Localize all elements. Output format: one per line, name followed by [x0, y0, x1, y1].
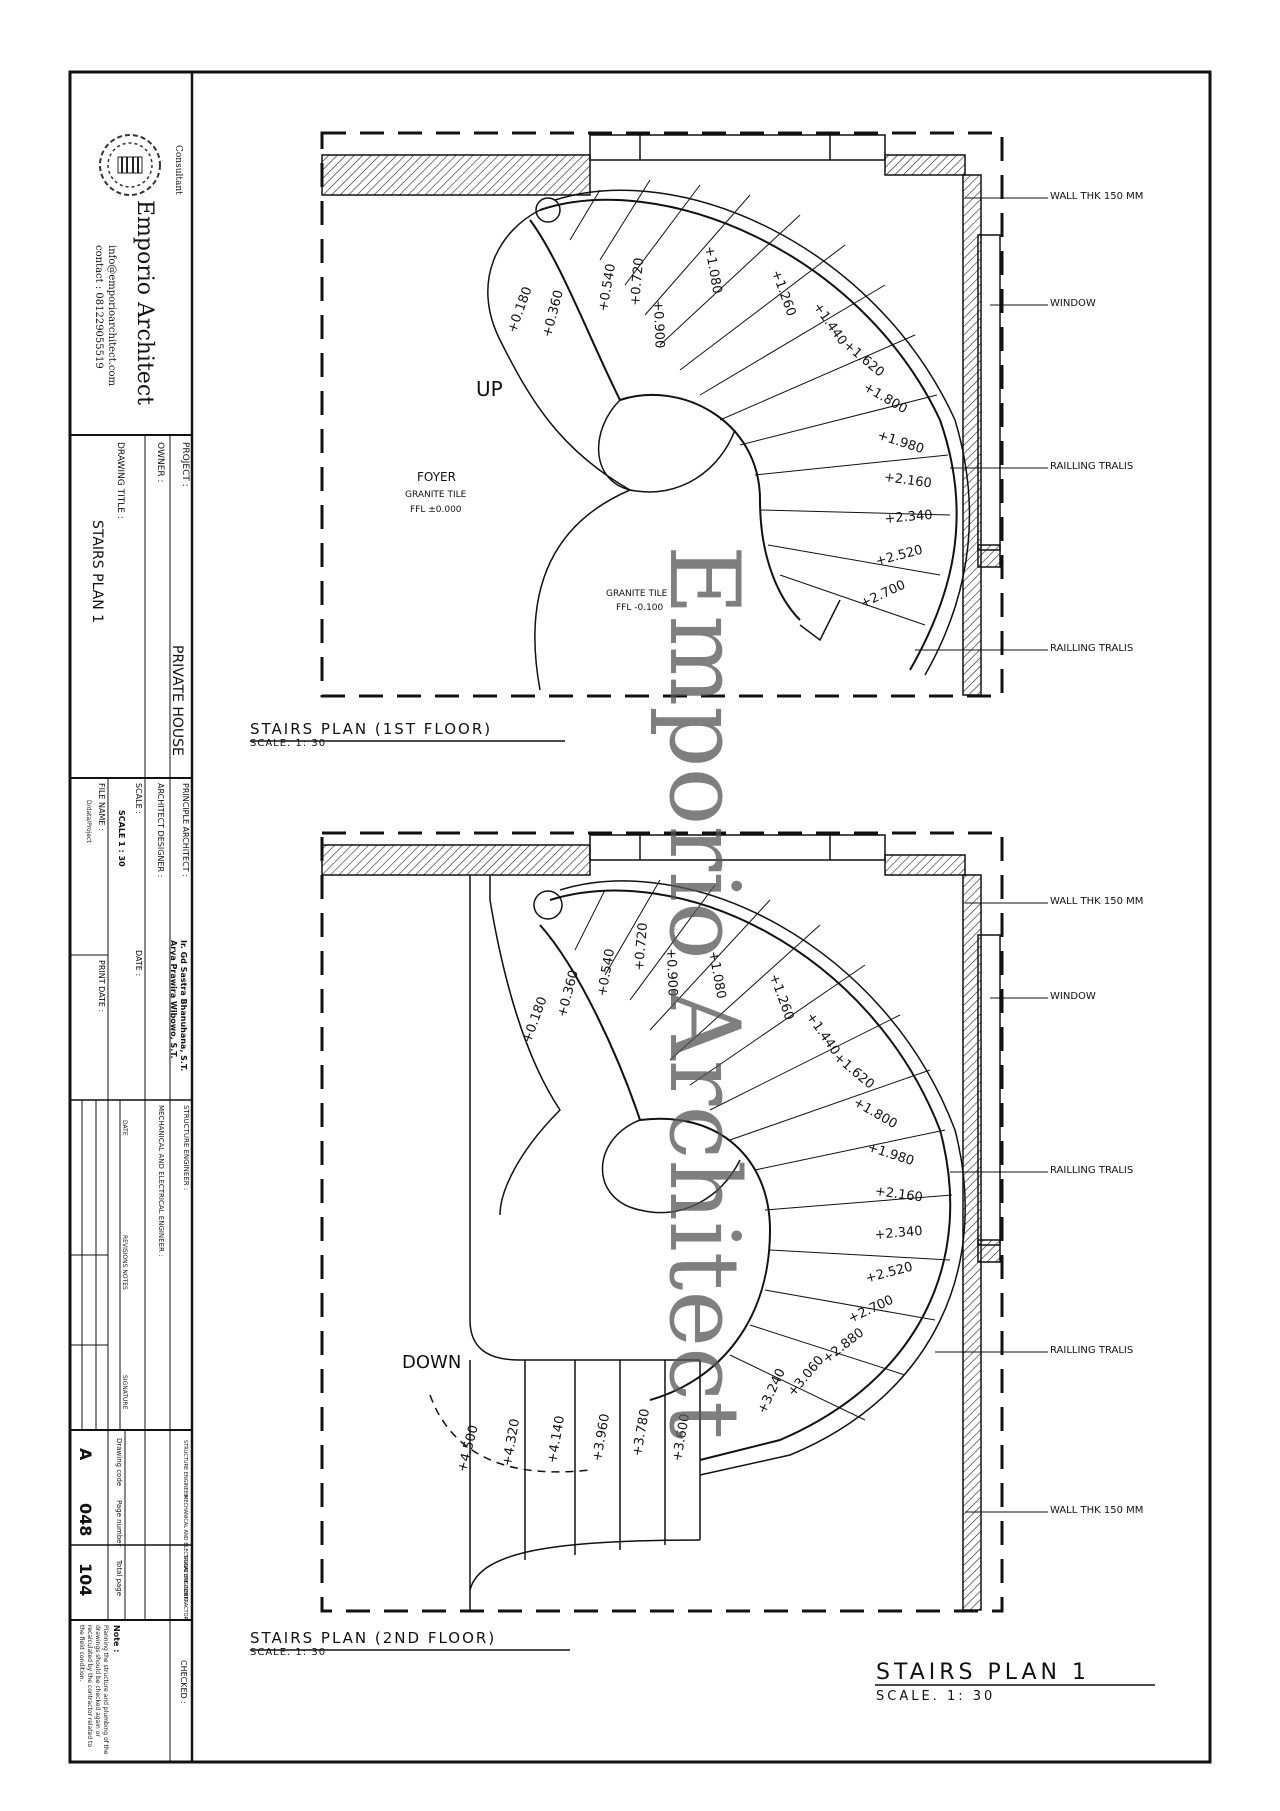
- plan-2-treads: [574, 879, 953, 1421]
- contractor-approval-label: SIGNATURE CONTRACTOR: [182, 1555, 188, 1621]
- watermark: Emporio Architect: [648, 545, 760, 1440]
- plan-2-callout-leaders: [935, 902, 1048, 1513]
- plan-1-top-wall-right: [884, 154, 966, 176]
- plan-2nd-floor: [250, 831, 1155, 1686]
- sheet-scale: SCALE. 1: 30: [876, 1689, 996, 1704]
- plan-1-foyer-finish: GRANITE TILE: [405, 490, 467, 500]
- company-logo: [99, 134, 161, 196]
- title-block-grid: [70, 434, 192, 1762]
- project-name: PRIVATE HOUSE: [169, 645, 185, 756]
- plan-2-down-arrow: [429, 1394, 591, 1473]
- revisions-label: REVISIONS NOTES: [121, 1235, 128, 1290]
- print-date-label: PRINT DATE :: [97, 960, 106, 1013]
- plan-1-scale: SCALE. 1: 30: [250, 738, 327, 749]
- plan-2-callout-railing-1: RAILLING TRALIS: [1050, 1165, 1134, 1176]
- plan-2-stair-inner-rail: [539, 924, 772, 1401]
- plan-2-callout-window: WINDOW: [1050, 991, 1096, 1002]
- plan-2-straight-flight: [469, 1360, 701, 1611]
- plan-2-title: STAIRS PLAN (2ND FLOOR): [250, 1629, 497, 1647]
- plan-2-inner-curl: [601, 1119, 741, 1214]
- plan-1-landing-finish: GRANITE TILE: [606, 589, 668, 599]
- plan-1-stair-inner-rail: [529, 219, 801, 621]
- scale-value: SCALE 1 : 30: [117, 810, 126, 867]
- sheet-title: STAIRS PLAN 1: [876, 1660, 1091, 1685]
- sheet-border: [68, 70, 1212, 1764]
- note-label: Note :: [112, 1625, 121, 1653]
- plan-2-stair-outer-rail: [549, 889, 952, 1461]
- drawing-code-label: Drawing code: [115, 1438, 123, 1487]
- plan-1-foyer-level: FFL ±0.000: [410, 505, 462, 515]
- plan-1-foyer-label: FOYER: [417, 470, 456, 484]
- scale-label: SCALE :: [134, 783, 143, 814]
- page-number: 048: [76, 1503, 95, 1537]
- plan-1-right-wall: [962, 174, 982, 696]
- architect-designer-label: ARCHITECT DESIGNER :: [156, 783, 165, 878]
- owner-label: OWNER :: [155, 442, 165, 483]
- total-page-label: Total page: [115, 1560, 123, 1597]
- plan-2-top-wall-right: [884, 854, 966, 876]
- plan-2-down-label: DOWN: [402, 1352, 462, 1373]
- plan-1-step-label: +0.900: [650, 300, 667, 349]
- principle-architect-1: Ir. Gd Sastra Bhanuhana, S.T.: [179, 940, 188, 1072]
- principle-architect-2: Arya Prawira Wibowo, S.T.: [169, 940, 178, 1059]
- plan-1-callout-leaders: [915, 197, 1048, 651]
- drawing-code: A: [76, 1448, 95, 1461]
- plan-2-callout-railing-2: RAILLING TRALIS: [1050, 1345, 1134, 1356]
- plan-1-stair-outer-rail: [539, 198, 958, 671]
- revisions-date-label: DATE: [121, 1120, 128, 1136]
- structure-engineer-label: STRUCTURE ENGINEER :: [182, 1105, 190, 1191]
- note-text: Planning the structure and plumbing of t…: [78, 1625, 109, 1755]
- date-label: DATE :: [134, 950, 143, 977]
- company-email: info@emporioarchitect.com: [106, 245, 117, 387]
- structure-approval-label: STRUCTURE ENGINEER: [182, 1440, 188, 1498]
- plan-2-callout-wall-bottom: WALL THK 150 MM: [1050, 1505, 1144, 1516]
- total-page: 104: [76, 1563, 95, 1597]
- plan-2-boundary: [320, 831, 1004, 1613]
- signature-label: SIGNATURE: [121, 1375, 128, 1410]
- plan-1-callout-wall: WALL THK 150 MM: [1050, 191, 1144, 202]
- plan-1-up-arrow: [799, 599, 841, 642]
- company-name: Emporio Architect: [132, 200, 157, 405]
- plan-1-boundary: [320, 131, 1004, 698]
- plan-1-landing-level: FFL -0.100: [616, 603, 664, 613]
- plan-2-callout-wall-top: WALL THK 150 MM: [1050, 896, 1144, 907]
- plan-1-landing: [487, 209, 632, 691]
- plan-2-landing: [469, 875, 700, 1361]
- drawing-title-label: DRAWING TITLE :: [115, 442, 125, 519]
- plan-1-callout-window: WINDOW: [1050, 298, 1096, 309]
- checked-label: CHECKED :: [179, 1660, 188, 1704]
- plan-1-treads: [569, 179, 951, 626]
- plan-1-callout-railing-1: RAILLING TRALIS: [1050, 461, 1134, 472]
- plan-1st-floor: [250, 131, 1048, 742]
- drawing-title: STAIRS PLAN 1: [89, 520, 105, 624]
- plan-2-top-wall-left: [321, 844, 591, 876]
- project-label: PROJECT :: [180, 442, 190, 487]
- consultant-label: Consultant: [173, 145, 183, 195]
- page-number-label: Page number: [115, 1500, 123, 1547]
- file-name-value: D/data/Project: [85, 800, 92, 843]
- plan-1-callout-railing-2: RAILLING TRALIS: [1050, 643, 1134, 654]
- company-contact: contact : 081229055519: [93, 245, 104, 369]
- mep-engineer-label: MECHANICAL AND ELECTRICAL ENGINEER :: [157, 1105, 165, 1257]
- principle-architect-label: PRINCIPLE ARCHITECT :: [181, 783, 190, 877]
- file-name-label: FILE NAME :: [97, 783, 106, 831]
- plan-2-scale: SCALE. 1: 30: [250, 1647, 327, 1658]
- plan-1-stair-outer-rail-2: [554, 189, 971, 676]
- plan-1-up-label: UP: [476, 377, 503, 401]
- plan-1-top-wall-left: [321, 154, 591, 196]
- plan-1-title: STAIRS PLAN (1ST FLOOR): [250, 720, 493, 738]
